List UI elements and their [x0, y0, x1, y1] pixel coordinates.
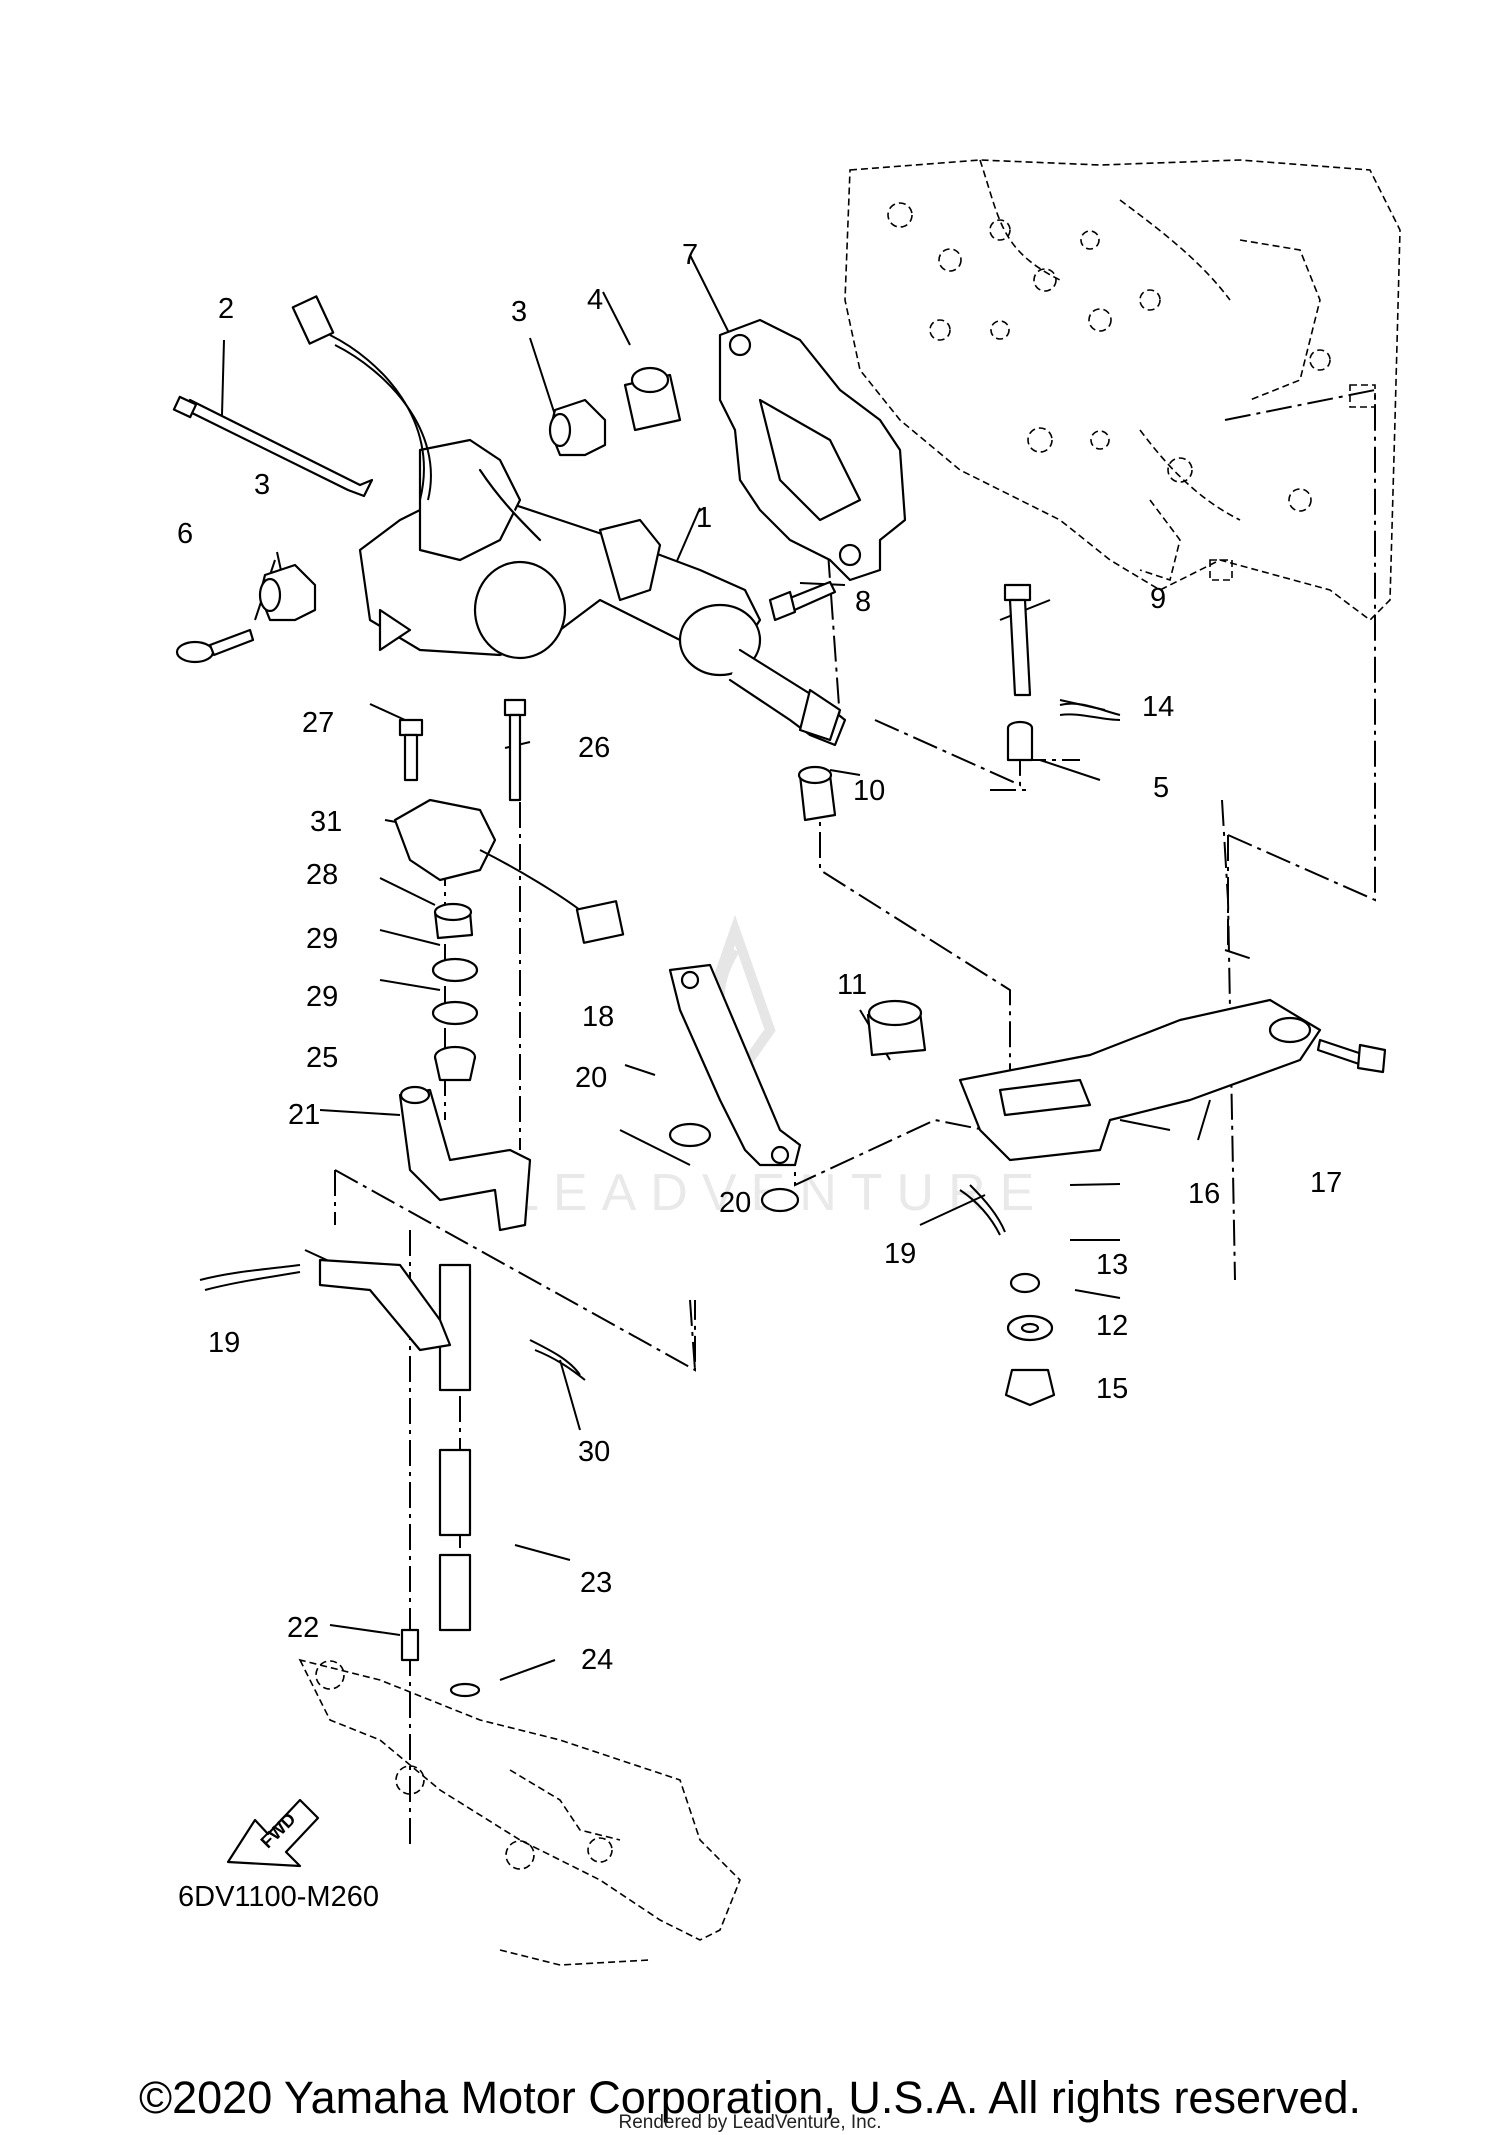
callout-20-left: 20	[575, 1062, 607, 1094]
callout-6: 6	[177, 518, 193, 550]
callout-19-right: 19	[884, 1238, 916, 1270]
wire-connector	[291, 295, 432, 501]
callout-5: 5	[1153, 772, 1169, 804]
clip-30	[529, 1339, 586, 1381]
callout-22: 22	[287, 1612, 319, 1644]
rendered-by-text: Rendered by LeadVenture, Inc.	[618, 2112, 882, 2133]
fwd-arrow-icon: FWD	[226, 1798, 320, 1868]
link-18	[668, 963, 802, 1167]
bolt-17	[1316, 1038, 1387, 1074]
shift-actuator	[358, 438, 847, 747]
grommet-left	[258, 563, 317, 622]
mounting-bracket	[718, 318, 907, 582]
callout-14: 14	[1142, 691, 1174, 723]
callout-2: 2	[218, 293, 234, 325]
washer-20-right	[760, 1187, 800, 1213]
bolt-26	[503, 698, 527, 802]
callout-27: 27	[302, 707, 334, 739]
callout-25: 25	[306, 1042, 338, 1074]
callout-3-left: 3	[254, 469, 270, 501]
lever-21	[398, 1085, 532, 1232]
cable-tie	[172, 395, 374, 498]
washer-13	[1009, 1272, 1041, 1294]
callout-31: 31	[310, 806, 342, 838]
callout-8: 8	[855, 586, 871, 618]
collar-25	[433, 1045, 477, 1082]
callout-1: 1	[696, 502, 712, 534]
bushing-10	[797, 765, 837, 822]
callout-29-upper: 29	[306, 923, 338, 955]
callout-15: 15	[1096, 1373, 1128, 1405]
diagram-code: 6DV1100-M260	[178, 1881, 379, 1913]
lower-housing-outline	[298, 1658, 741, 1966]
callout-9: 9	[1150, 583, 1166, 615]
shift-lever	[958, 998, 1322, 1162]
callout-19-left: 19	[208, 1327, 240, 1359]
grommet-upper	[548, 398, 607, 457]
grommet-28	[433, 902, 474, 940]
callout-18: 18	[582, 1001, 614, 1033]
callout-24: 24	[581, 1644, 613, 1676]
clip-19-right	[959, 1184, 1006, 1236]
nut-15	[1004, 1368, 1056, 1407]
bolt-27	[398, 718, 424, 782]
callout-4: 4	[587, 284, 603, 316]
copyright-text: ©2020 Yamaha Motor Corporation, U.S.A. A…	[138, 2072, 1362, 2123]
callout-26: 26	[578, 732, 610, 764]
callout-21: 21	[288, 1099, 320, 1131]
callout-16: 16	[1188, 1178, 1220, 1210]
callout-23: 23	[580, 1567, 612, 1599]
callout-20-right: 20	[719, 1187, 751, 1219]
callout-7: 7	[682, 239, 698, 271]
callout-3-upper: 3	[511, 296, 527, 328]
washer-12	[1006, 1314, 1054, 1342]
engine-block-outline	[844, 159, 1401, 622]
callout-17: 17	[1310, 1167, 1342, 1199]
bolt-9	[1003, 583, 1032, 697]
washer-20-left	[668, 1122, 712, 1148]
callout-28: 28	[306, 859, 338, 891]
callout-10: 10	[853, 775, 885, 807]
bolt-8	[768, 580, 837, 622]
collar-5	[1006, 720, 1034, 762]
leader-lines	[221, 254, 1211, 1681]
callout-30: 30	[578, 1436, 610, 1468]
damper-11	[866, 999, 927, 1057]
callout-29-lower: 29	[306, 981, 338, 1013]
collar	[623, 366, 682, 432]
clip-19-left	[199, 1264, 301, 1291]
callout-labels: 1 2 3 3 4 5 6 7 8 9 10 11 12 13 14 15 16…	[177, 239, 1342, 1676]
callout-13: 13	[1096, 1249, 1128, 1281]
callout-12: 12	[1096, 1310, 1128, 1342]
shift-rod	[318, 1258, 472, 1632]
bolt-6	[175, 628, 255, 664]
washer-29-upper	[431, 957, 479, 983]
dowel-22	[400, 1628, 420, 1662]
clip-14	[1059, 702, 1121, 721]
callout-11: 11	[837, 969, 867, 1001]
washer-29-lower	[431, 1000, 479, 1026]
o-ring-24	[449, 1682, 481, 1698]
shift-position-sensor	[393, 798, 625, 944]
